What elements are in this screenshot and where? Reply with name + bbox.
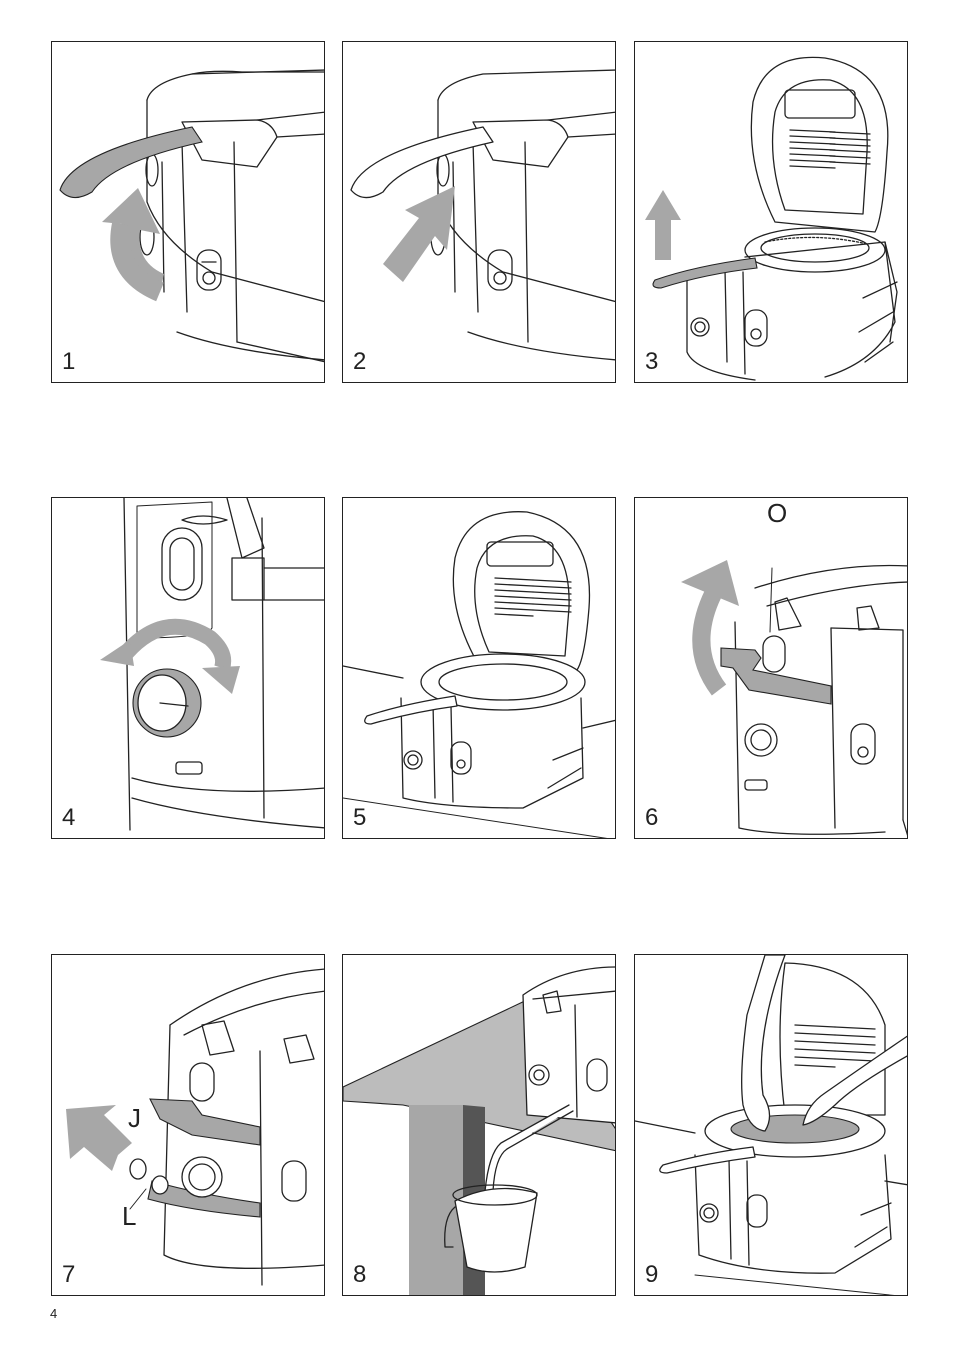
- step-3-illustration: [635, 42, 908, 383]
- step-number: 1: [62, 350, 75, 374]
- step-number: 8: [353, 1263, 366, 1287]
- step-4-illustration: [52, 498, 325, 839]
- step-8-illustration: [343, 955, 616, 1296]
- step-4-panel: 4: [51, 497, 325, 839]
- step-number: 4: [62, 806, 75, 830]
- step-9-panel: 9: [634, 954, 908, 1296]
- step-5-panel: 5: [342, 497, 616, 839]
- step-8-panel: 8: [342, 954, 616, 1296]
- step-7-illustration: [52, 955, 325, 1296]
- step-1-panel: 1: [51, 41, 325, 383]
- step-number: 6: [645, 806, 658, 830]
- step-3-panel: 3: [634, 41, 908, 383]
- step-6-panel: O 6: [634, 497, 908, 839]
- step-2-panel: 2: [342, 41, 616, 383]
- step-2-illustration: [343, 42, 616, 383]
- callout-j: J: [128, 1105, 141, 1131]
- step-number: 5: [353, 806, 366, 830]
- callout-o: O: [767, 500, 787, 526]
- step-9-illustration: [635, 955, 908, 1296]
- step-5-illustration: [343, 498, 616, 839]
- step-number: 2: [353, 350, 366, 374]
- step-6-illustration: [635, 498, 908, 839]
- step-7-panel: J L 7: [51, 954, 325, 1296]
- step-number: 3: [645, 350, 658, 374]
- step-number: 9: [645, 1263, 658, 1287]
- step-1-illustration: [52, 42, 325, 383]
- page-number: 4: [50, 1306, 57, 1321]
- callout-l: L: [122, 1203, 136, 1229]
- step-number: 7: [62, 1263, 75, 1287]
